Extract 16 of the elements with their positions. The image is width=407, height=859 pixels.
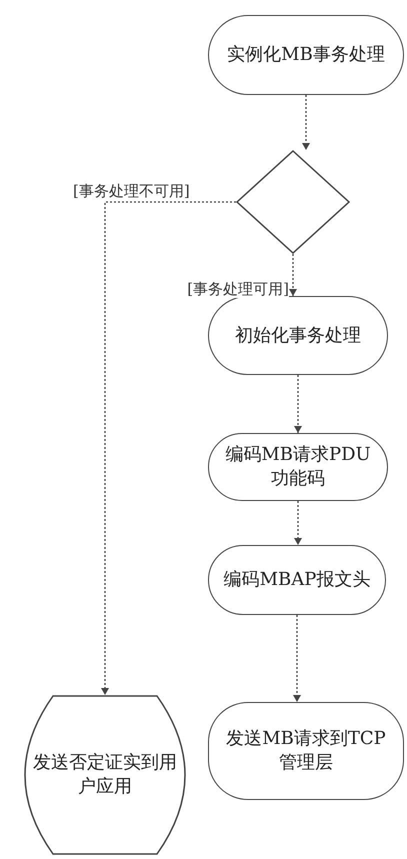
arrow: [302, 95, 310, 150]
arrow: [293, 615, 301, 702]
decision-diamond: [236, 150, 350, 254]
arrow: [101, 201, 236, 695]
edge-label: [事务处理不可用]: [73, 182, 190, 200]
node-text: 编码MBAP报文头: [222, 568, 372, 592]
arrow: [289, 254, 297, 296]
node-text: 实例化MB事务处理: [226, 43, 386, 67]
node-text: 发送MB请求到TCP管理层: [225, 727, 387, 775]
node-text: 发送否定证实到用户应用: [32, 751, 178, 799]
arrow: [294, 501, 302, 545]
node-text: 初始化事务处理: [234, 324, 362, 348]
process-box: [208, 702, 404, 800]
arrow: [294, 375, 302, 433]
node-text: 编码MB请求PDU功能码: [224, 443, 372, 491]
edge-label: [事务处理可用]: [187, 280, 289, 298]
